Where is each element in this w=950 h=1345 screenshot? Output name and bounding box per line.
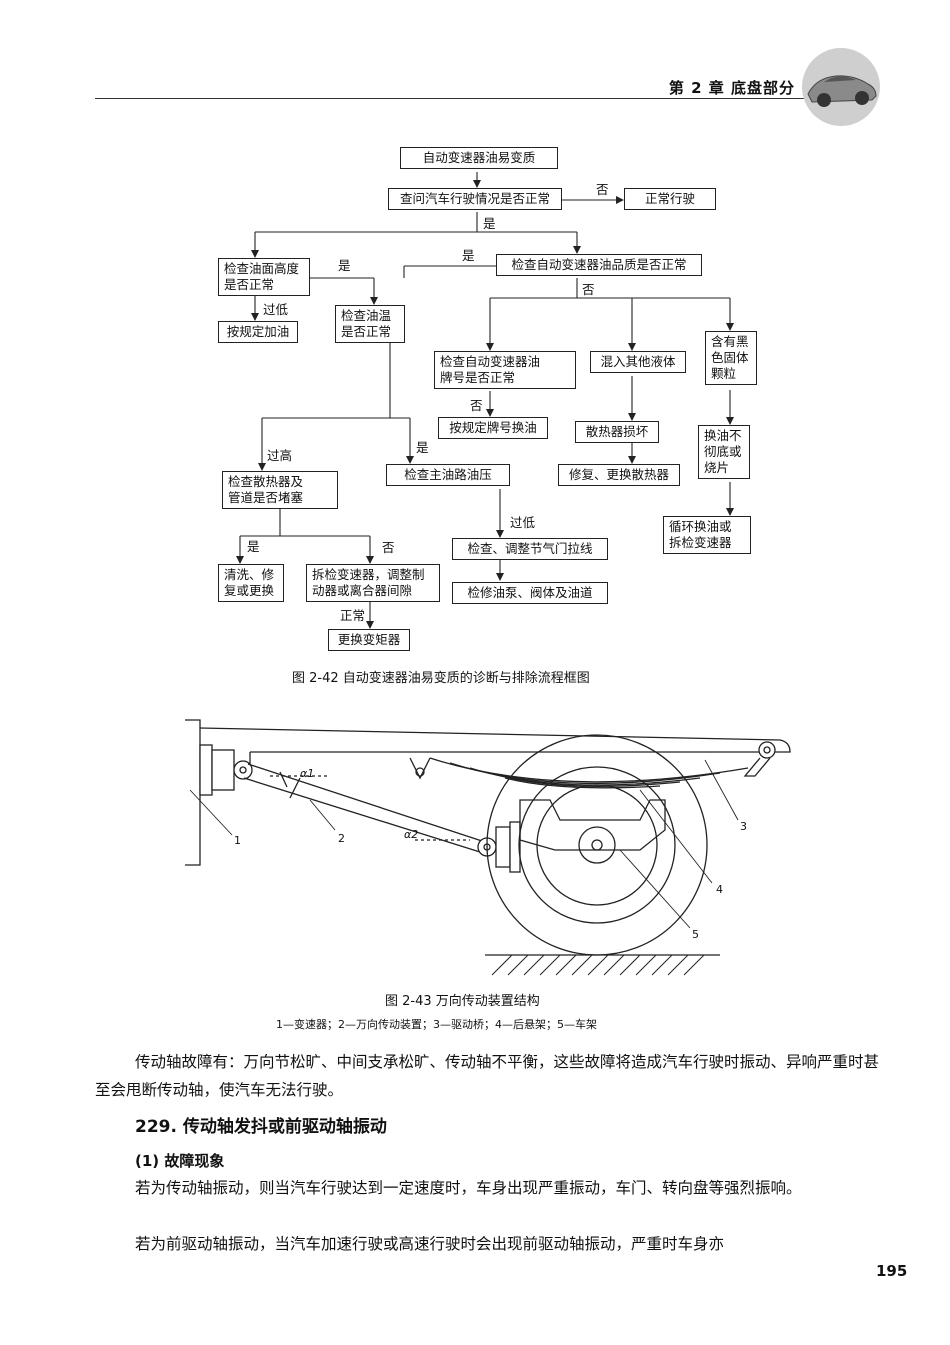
subheading-fault-symptom: (1) 故障现象 xyxy=(135,1152,225,1170)
paragraph-shaft-vibration: 若为传动轴振动，则当汽车行驶达到一定速度时，车身出现严重振动，车门、转向盘等强烈… xyxy=(135,1179,802,1197)
flow-label-too-high: 过高 xyxy=(267,448,293,463)
header-rule xyxy=(95,98,825,99)
flow-label-no: 否 xyxy=(582,282,595,297)
flow-box-repair-radiator: 修复、更换散热器 xyxy=(558,464,680,486)
flow-label-yes: 是 xyxy=(338,258,351,273)
figure-caption-2-43: 图 2-43 万向传动装置结构 xyxy=(385,994,540,1009)
flow-label-too-low: 过低 xyxy=(263,302,289,317)
flow-label-no: 否 xyxy=(596,182,609,197)
flow-box-check-oil-temp: 检查油温 是否正常 xyxy=(335,305,405,343)
flow-box-radiator-damaged: 散热器损坏 xyxy=(575,421,659,443)
flowchart-connectors xyxy=(236,172,734,629)
flow-box-normal-driving: 正常行驶 xyxy=(624,188,716,210)
flow-box-repair-pump: 检修油泵、阀体及油道 xyxy=(452,582,608,604)
figure-caption-2-42: 图 2-42 自动变速器油易变质的诊断与排除流程框图 xyxy=(292,671,590,686)
angle-label-alpha1: α1 xyxy=(300,767,315,780)
diagram-number: 4 xyxy=(716,883,723,896)
section-heading-229: 229. 传动轴发抖或前驱动轴振动 xyxy=(135,1117,387,1137)
flow-label-too-low: 过低 xyxy=(510,515,536,530)
diagram-number: 3 xyxy=(740,820,747,833)
car-logo-icon xyxy=(802,48,880,126)
flow-label-no: 否 xyxy=(470,398,483,413)
flow-box-disassemble-transmission: 拆检变速器，调整制 动器或离合器间隙 xyxy=(306,564,440,602)
flow-box-oil-deterioration: 自动变速器油易变质 xyxy=(400,147,558,169)
diagram-number: 5 xyxy=(692,928,699,941)
universal-drive-diagram xyxy=(185,719,791,976)
paragraph-drive-shaft-faults: 传动轴故障有：万向节松旷、中间支承松旷、传动轴不平衡，这些故障将造成汽车行驶时振… xyxy=(95,1053,880,1099)
flow-label-yes: 是 xyxy=(247,539,260,554)
chapter-title: 第 2 章 底盘部分 xyxy=(668,79,795,97)
diagram-number: 2 xyxy=(338,832,345,845)
flow-box-ask-driving: 查问汽车行驶情况是否正常 xyxy=(388,188,562,210)
page-number: 195 xyxy=(876,1262,908,1280)
flow-box-check-main-pressure: 检查主油路油压 xyxy=(386,464,510,486)
flow-label-normal: 正常 xyxy=(340,608,366,623)
flow-label-yes: 是 xyxy=(416,440,429,455)
flow-label-yes: 是 xyxy=(462,248,475,263)
flow-label-no: 否 xyxy=(382,540,395,555)
diagram-number: 1 xyxy=(234,834,241,847)
flow-box-replace-converter: 更换变矩器 xyxy=(328,629,410,651)
flow-box-check-radiator-pipe: 检查散热器及 管道是否堵塞 xyxy=(222,471,338,509)
figure-legend: 1—变速器；2—万向传动装置；3—驱动桥；4—后悬架；5—车架 xyxy=(276,1018,597,1031)
flow-box-cycle-change: 循环换油或 拆检变速器 xyxy=(663,516,751,554)
flow-box-check-oil-grade: 检查自动变速器油 牌号是否正常 xyxy=(434,351,576,389)
paragraph-front-shaft-vibration: 若为前驱动轴振动，当汽车加速行驶或高速行驶时会出现前驱动轴振动，严重时车身亦 xyxy=(135,1235,725,1253)
flow-box-incomplete-change: 换油不 彻底或 烧片 xyxy=(698,425,750,479)
flow-box-check-oil-level: 检查油面高度 是否正常 xyxy=(218,258,310,296)
angle-label-alpha2: α2 xyxy=(404,828,419,841)
flow-box-black-particles: 含有黑 色固体 颗粒 xyxy=(705,331,757,385)
flow-box-add-oil: 按规定加油 xyxy=(218,321,298,343)
flow-box-change-oil-grade: 按规定牌号换油 xyxy=(438,417,548,439)
flow-label-yes: 是 xyxy=(483,216,496,231)
flow-box-other-liquid: 混入其他液体 xyxy=(590,351,686,373)
flow-box-adjust-throttle-cable: 检查、调整节气门拉线 xyxy=(452,538,608,560)
flow-box-clean-repair: 清洗、修 复或更换 xyxy=(218,564,284,602)
flow-box-check-oil-quality: 检查自动变速器油品质是否正常 xyxy=(496,254,702,276)
